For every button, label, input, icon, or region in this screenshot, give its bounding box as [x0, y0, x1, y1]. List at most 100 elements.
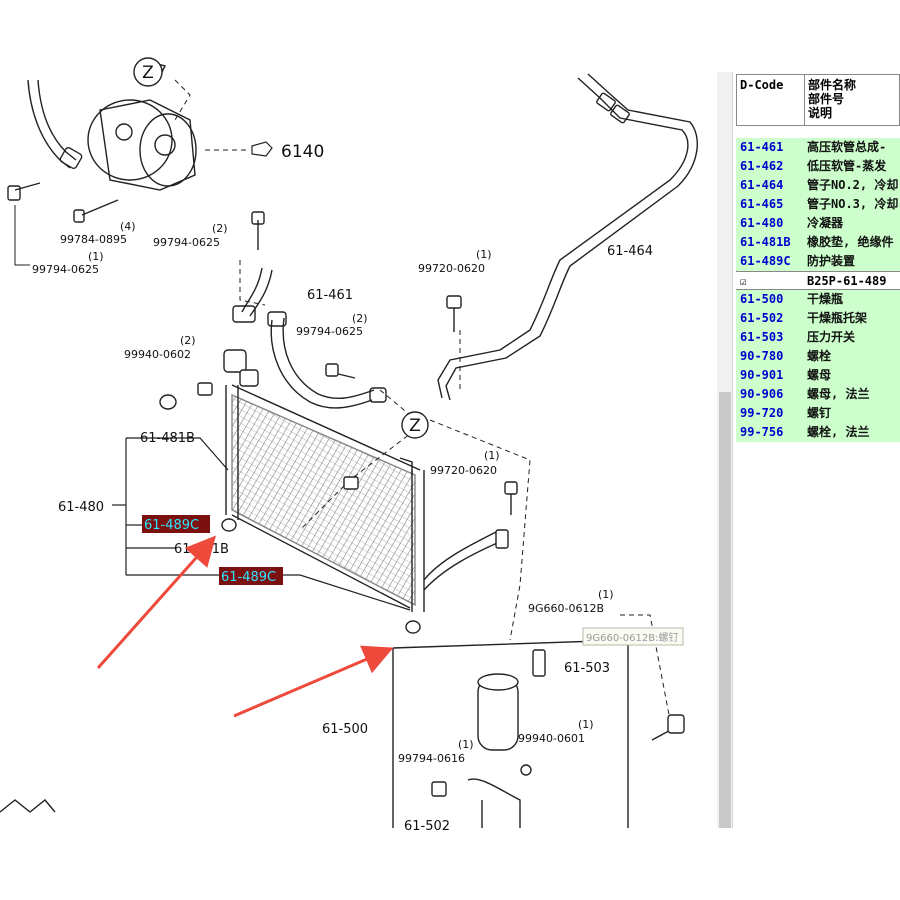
svg-text:(2): (2) [212, 222, 228, 235]
svg-text:(2): (2) [352, 312, 368, 325]
callout-61-480: 61-480 [58, 500, 104, 515]
svg-text:(1): (1) [598, 588, 614, 601]
group-checkbox[interactable]: ☑ [740, 275, 747, 288]
row-name: 压力开关 [807, 330, 856, 344]
z-marker: Z Z [133, 57, 429, 439]
callout-61-503: 61-503 [564, 661, 610, 676]
pointer-hand-icon [251, 141, 273, 157]
pipe-61-464-drawing [437, 73, 698, 401]
row-name: 低压软管-蒸发 [807, 159, 887, 173]
callout-61-489c-a: 61-489C [144, 518, 199, 533]
callout-61-489c-b: 61-489C [221, 570, 276, 585]
row-code[interactable]: 61-500 [740, 292, 784, 306]
corner-mark [0, 799, 56, 813]
callout-99794-0616: 99794-0616 [398, 752, 465, 765]
tooltip-text: 9G660-0612B:螺钉 [586, 632, 679, 644]
table-row[interactable]: 61-480 冷凝器 [736, 214, 900, 233]
callout-99794-0625-c: 99794-0625 [296, 325, 363, 338]
table-row[interactable]: 61-500 干燥瓶 [736, 290, 900, 309]
group-label: B25P-61-489 [807, 274, 887, 288]
callout-99720-0620-b: 99720-0620 [430, 464, 497, 477]
table-row[interactable]: 61-462 低压软管-蒸发 [736, 157, 900, 176]
row-code[interactable]: 61-481B [740, 235, 791, 249]
table-row[interactable]: 61-464 管子NO.2, 冷却 [736, 176, 900, 195]
table-header: D-Code 部件名称 部件号 说明 [736, 74, 900, 126]
row-code[interactable]: 61-462 [740, 159, 784, 173]
red-arrow-1 [96, 535, 216, 669]
receiver-drier-drawing [392, 639, 685, 828]
row-name: 冷凝器 [807, 216, 844, 230]
table-row[interactable]: 90-901 螺母 [736, 366, 900, 385]
svg-text:(1): (1) [476, 248, 492, 261]
row-code[interactable]: 99-720 [740, 406, 784, 420]
callout-99720-0620-a: 99720-0620 [418, 262, 485, 275]
table-row[interactable]: 99-720 螺钉 [736, 404, 900, 423]
callout-6140: 6140 [281, 142, 324, 162]
row-name: 干燥瓶 [807, 292, 844, 306]
header-name[interactable]: 部件名称 部件号 说明 [808, 78, 857, 120]
compressor-drawing [27, 61, 197, 191]
red-arrow-2 [233, 645, 394, 718]
row-name: 螺栓 [807, 349, 832, 363]
row-name: 螺母, 法兰 [807, 387, 870, 401]
row-name: 干燥瓶托架 [807, 311, 868, 325]
row-code[interactable]: 99-756 [740, 425, 784, 439]
fastener-drawings [159, 295, 518, 515]
table-row[interactable]: 61-503 压力开关 [736, 328, 900, 347]
svg-text:Z: Z [409, 416, 421, 436]
scrollbar-thumb[interactable] [719, 392, 731, 828]
row-name: 螺母 [807, 368, 832, 382]
condenser-drawing [197, 349, 509, 634]
row-code[interactable]: 90-901 [740, 368, 784, 382]
svg-text:Z: Z [142, 63, 154, 83]
highlight-61-489c-a[interactable] [142, 515, 210, 533]
row-code[interactable]: 61-503 [740, 330, 784, 344]
row-name: 螺钉 [807, 406, 832, 420]
callout-99794-0625-a: 99794-0625 [32, 263, 99, 276]
svg-text:(1): (1) [578, 718, 594, 731]
table-row[interactable]: 99-756 螺栓, 法兰 [736, 423, 900, 442]
callout-61-481b: 61-481B [140, 431, 195, 446]
svg-text:(1): (1) [458, 738, 474, 751]
tooltip-box [582, 627, 684, 646]
svg-text:(2): (2) [180, 334, 196, 347]
row-name: 管子NO.3, 冷却 [807, 197, 899, 211]
callout-61-461: 61-461 [307, 288, 353, 303]
svg-text:(1): (1) [484, 449, 500, 462]
table-row[interactable]: 90-906 螺母, 法兰 [736, 385, 900, 404]
callout-61-500: 61-500 [322, 722, 368, 737]
row-code[interactable]: 61-502 [740, 311, 784, 325]
row-name: 螺栓, 法兰 [807, 425, 870, 439]
row-code[interactable]: 61-464 [740, 178, 784, 192]
row-name: 防护装置 [807, 254, 856, 268]
callout-labels: 6140 (1) 99794-0625 (4) 99784-0895 (2) 9… [32, 142, 684, 834]
callout-9g660-0612b: 9G660-0612B [528, 602, 604, 615]
hose-61-461-drawing [232, 267, 387, 409]
bolt-drawings [7, 182, 265, 250]
row-code[interactable]: 90-780 [740, 349, 784, 363]
group-row[interactable]: ☑ B25P-61-489 [736, 271, 900, 290]
callout-brackets [112, 437, 411, 611]
row-code[interactable]: 90-906 [740, 387, 784, 401]
table-row[interactable]: 61-465 管子NO.3, 冷却 [736, 195, 900, 214]
row-code[interactable]: 61-489C [740, 254, 791, 268]
svg-text:(4): (4) [120, 220, 136, 233]
callout-61-502: 61-502 [404, 819, 450, 834]
highlight-61-489c-b[interactable] [219, 567, 283, 585]
table-row[interactable]: 61-489C 防护装置 [736, 252, 900, 271]
row-name: 管子NO.2, 冷却 [807, 178, 899, 192]
row-code[interactable]: 61-461 [740, 140, 784, 154]
table-row[interactable]: 61-502 干燥瓶托架 [736, 309, 900, 328]
header-dcode[interactable]: D-Code [737, 75, 805, 125]
callout-99940-0602: 99940-0602 [124, 348, 191, 361]
row-code[interactable]: 61-480 [740, 216, 784, 230]
callout-61-464: 61-464 [607, 244, 653, 259]
red-arrows [96, 535, 394, 718]
table-row[interactable]: 90-780 螺栓 [736, 347, 900, 366]
leader-lines [14, 79, 671, 721]
row-code[interactable]: 61-465 [740, 197, 784, 211]
